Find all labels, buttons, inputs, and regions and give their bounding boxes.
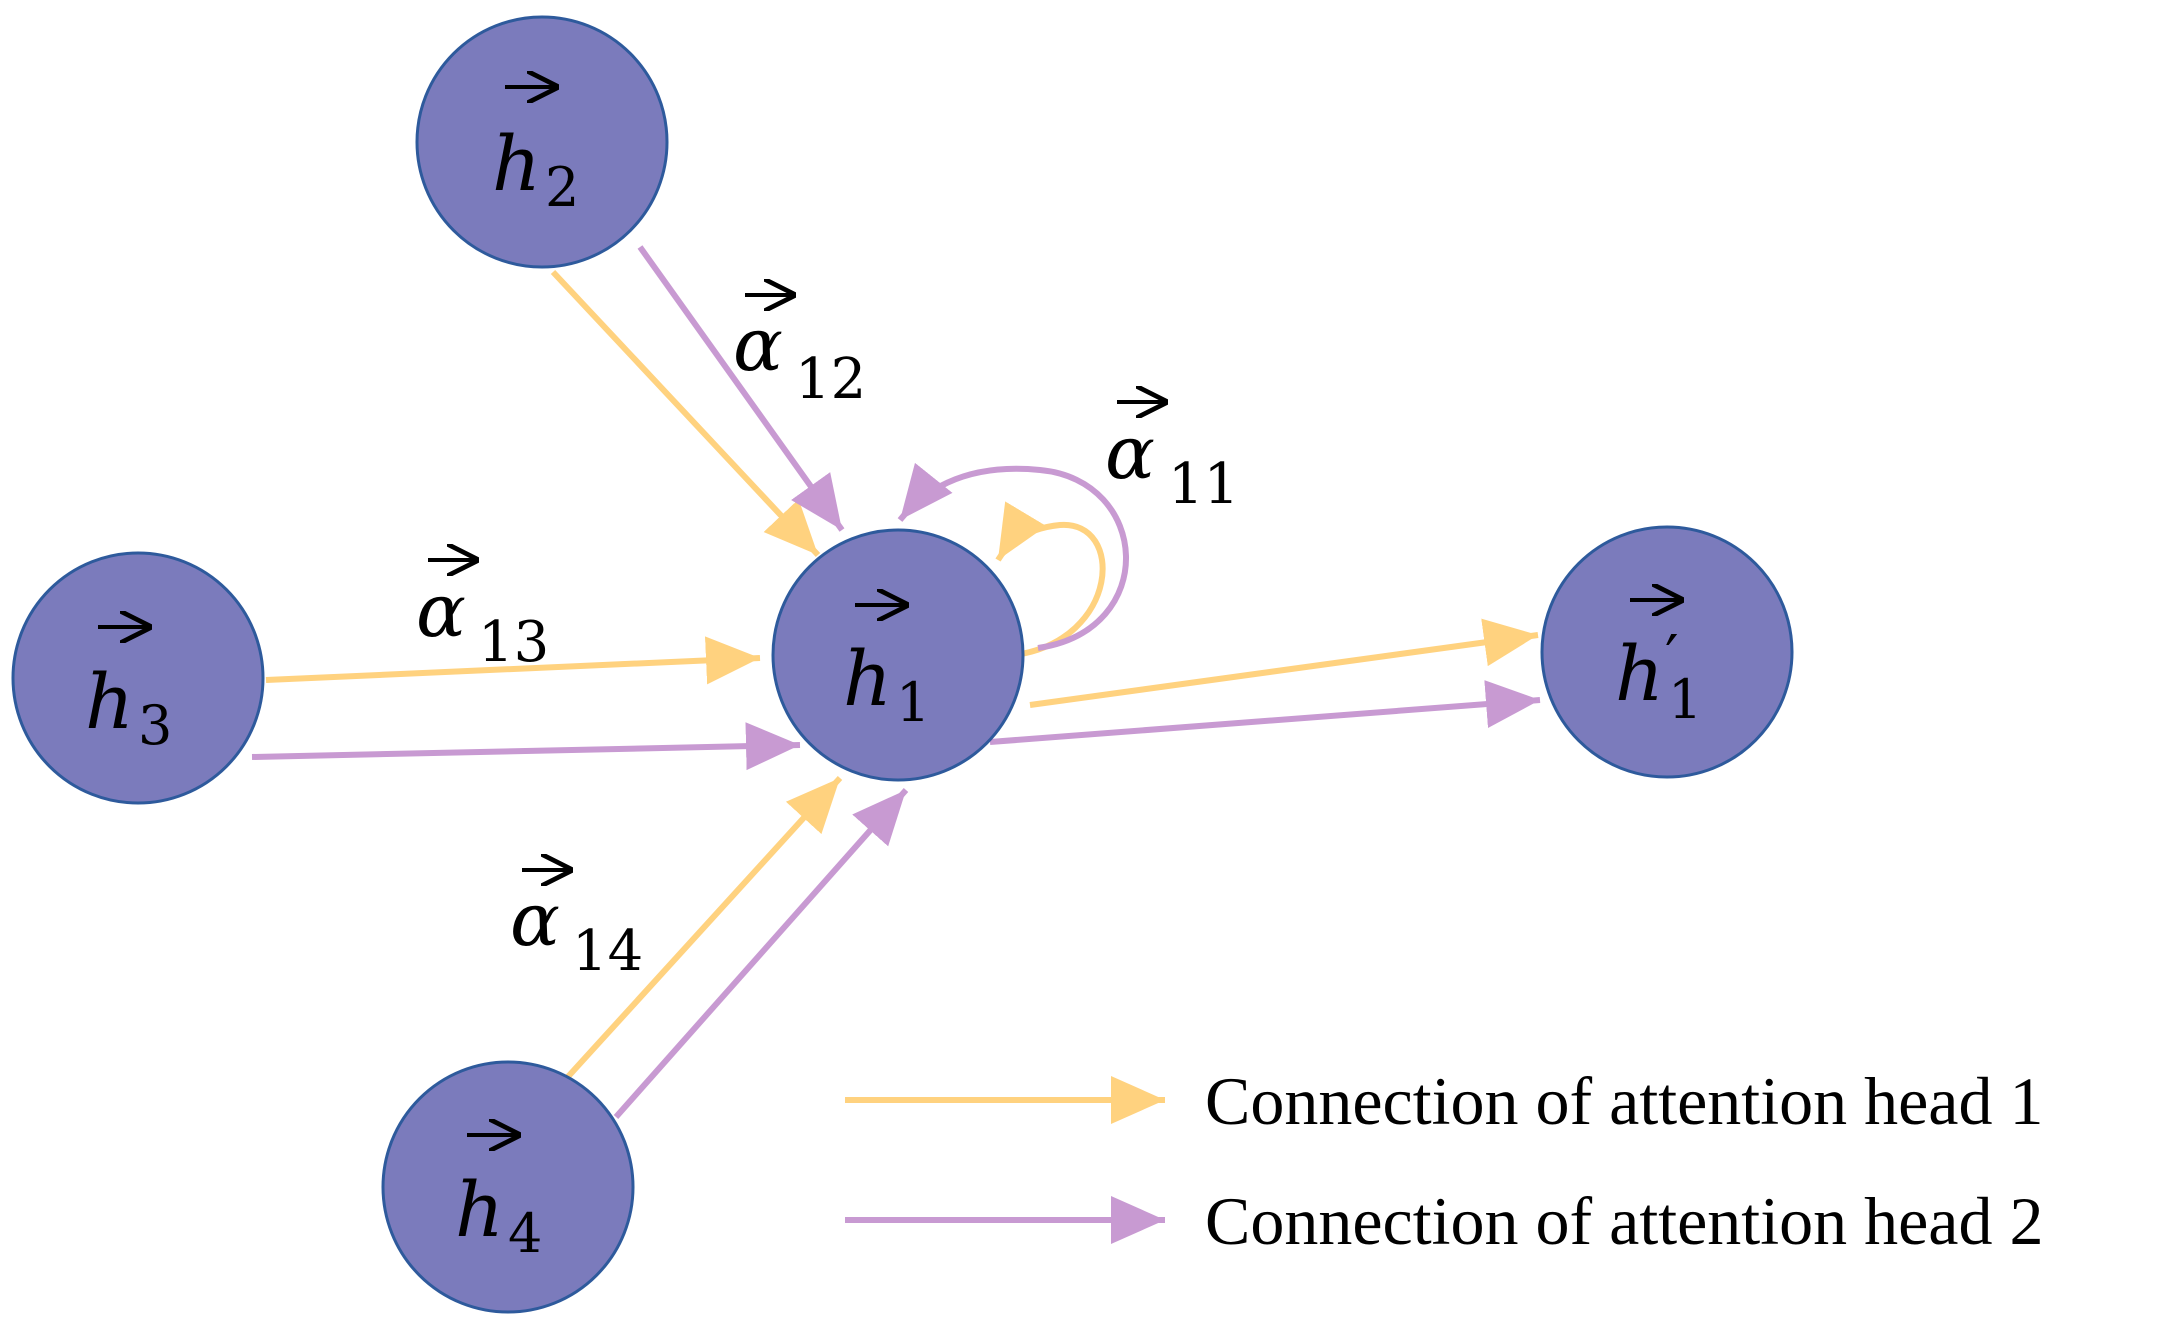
self-loop-h1-head1 <box>995 501 1106 658</box>
label-alpha12-sub: 12 <box>795 347 866 412</box>
node-h3-var: h <box>85 657 134 746</box>
head1-edges <box>265 269 1539 1083</box>
node-h4-var: h <box>455 1165 504 1254</box>
node-h1-sub: 1 <box>896 671 930 734</box>
node-h2: h 2 <box>415 15 669 269</box>
label-alpha13: α 13 <box>416 560 549 675</box>
node-h3: h 3 <box>11 551 265 805</box>
legend: Connection of attention head 1 Connectio… <box>845 1063 2043 1259</box>
label-alpha12-var: α <box>733 302 783 388</box>
edge-h4-h1-head1 <box>562 775 843 1083</box>
edge-h1-hout-head1 <box>1029 618 1539 708</box>
node-h1: h 1 <box>771 528 1025 782</box>
legend-label-head2: Connection of attention head 2 <box>1205 1183 2043 1259</box>
label-alpha11-sub: 11 <box>1168 452 1239 517</box>
node-h2-var: h <box>492 119 541 208</box>
label-alpha12: α 12 <box>733 295 866 412</box>
legend-item-head1: Connection of attention head 1 <box>845 1063 2043 1139</box>
label-alpha14-var: α <box>510 877 560 963</box>
node-h4-sub: 4 <box>508 1202 542 1265</box>
label-alpha13-var: α <box>416 568 466 654</box>
node-h1-var: h <box>843 634 892 723</box>
node-h1-prime-var: h <box>1615 629 1664 718</box>
label-alpha13-sub: 13 <box>478 610 549 675</box>
node-h1-prime-sub: 1 <box>1668 668 1702 731</box>
legend-item-head2: Connection of attention head 2 <box>845 1183 2043 1259</box>
node-h3-sub: 3 <box>138 694 172 757</box>
legend-label-head1: Connection of attention head 1 <box>1205 1063 2043 1139</box>
head2-edges <box>251 245 1541 1119</box>
node-h4: h 4 <box>381 1060 635 1314</box>
label-alpha11-var: α <box>1105 410 1155 496</box>
edge-h2-h1-head2 <box>637 245 845 532</box>
label-alpha14: α 14 <box>510 870 643 984</box>
self-loop-h1-head2 <box>897 462 1129 651</box>
node-h2-sub: 2 <box>545 156 579 219</box>
label-alpha14-sub: 14 <box>572 919 643 984</box>
edge-h1-hout-head2 <box>989 680 1541 745</box>
node-h1-prime-mark: ′ <box>1665 623 1679 693</box>
edge-h3-h1-head1 <box>265 636 761 685</box>
edge-h3-h1-head2 <box>251 722 801 771</box>
edge-h2-h1-head1 <box>550 269 821 558</box>
edge-h4-h1-head2 <box>613 788 909 1119</box>
label-alpha11: α 11 <box>1105 402 1239 517</box>
node-h1-prime: h ′ 1 <box>1540 525 1794 779</box>
